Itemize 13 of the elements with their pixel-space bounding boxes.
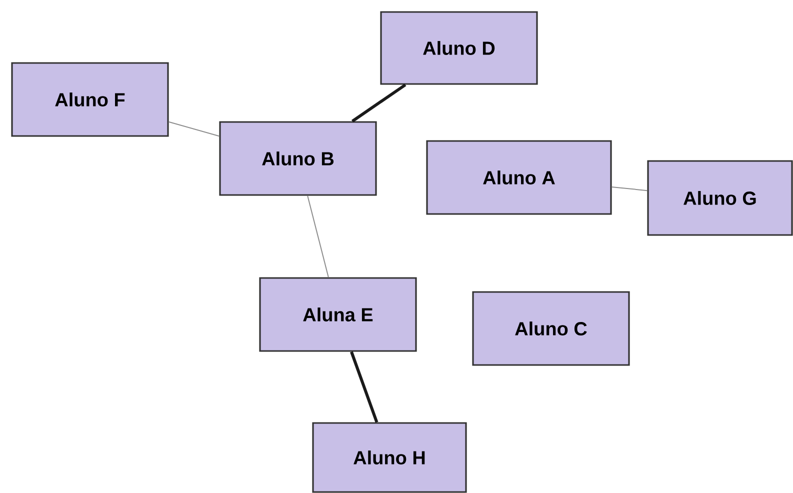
node-box: Aluno H [312,422,467,493]
connector-line [350,351,378,423]
node-box: Aluno D [380,11,538,85]
connector-line [352,84,406,122]
connector-line [611,186,648,192]
node-box: Aluno G [647,160,793,236]
node-box: Aluno B [219,121,377,196]
connector-line [307,195,329,278]
node-box: Aluna E [259,277,417,352]
node-box: Aluno A [426,140,612,215]
connector-line [168,121,220,137]
node-box: Aluno F [11,62,169,137]
node-box: Aluno C [472,291,630,366]
